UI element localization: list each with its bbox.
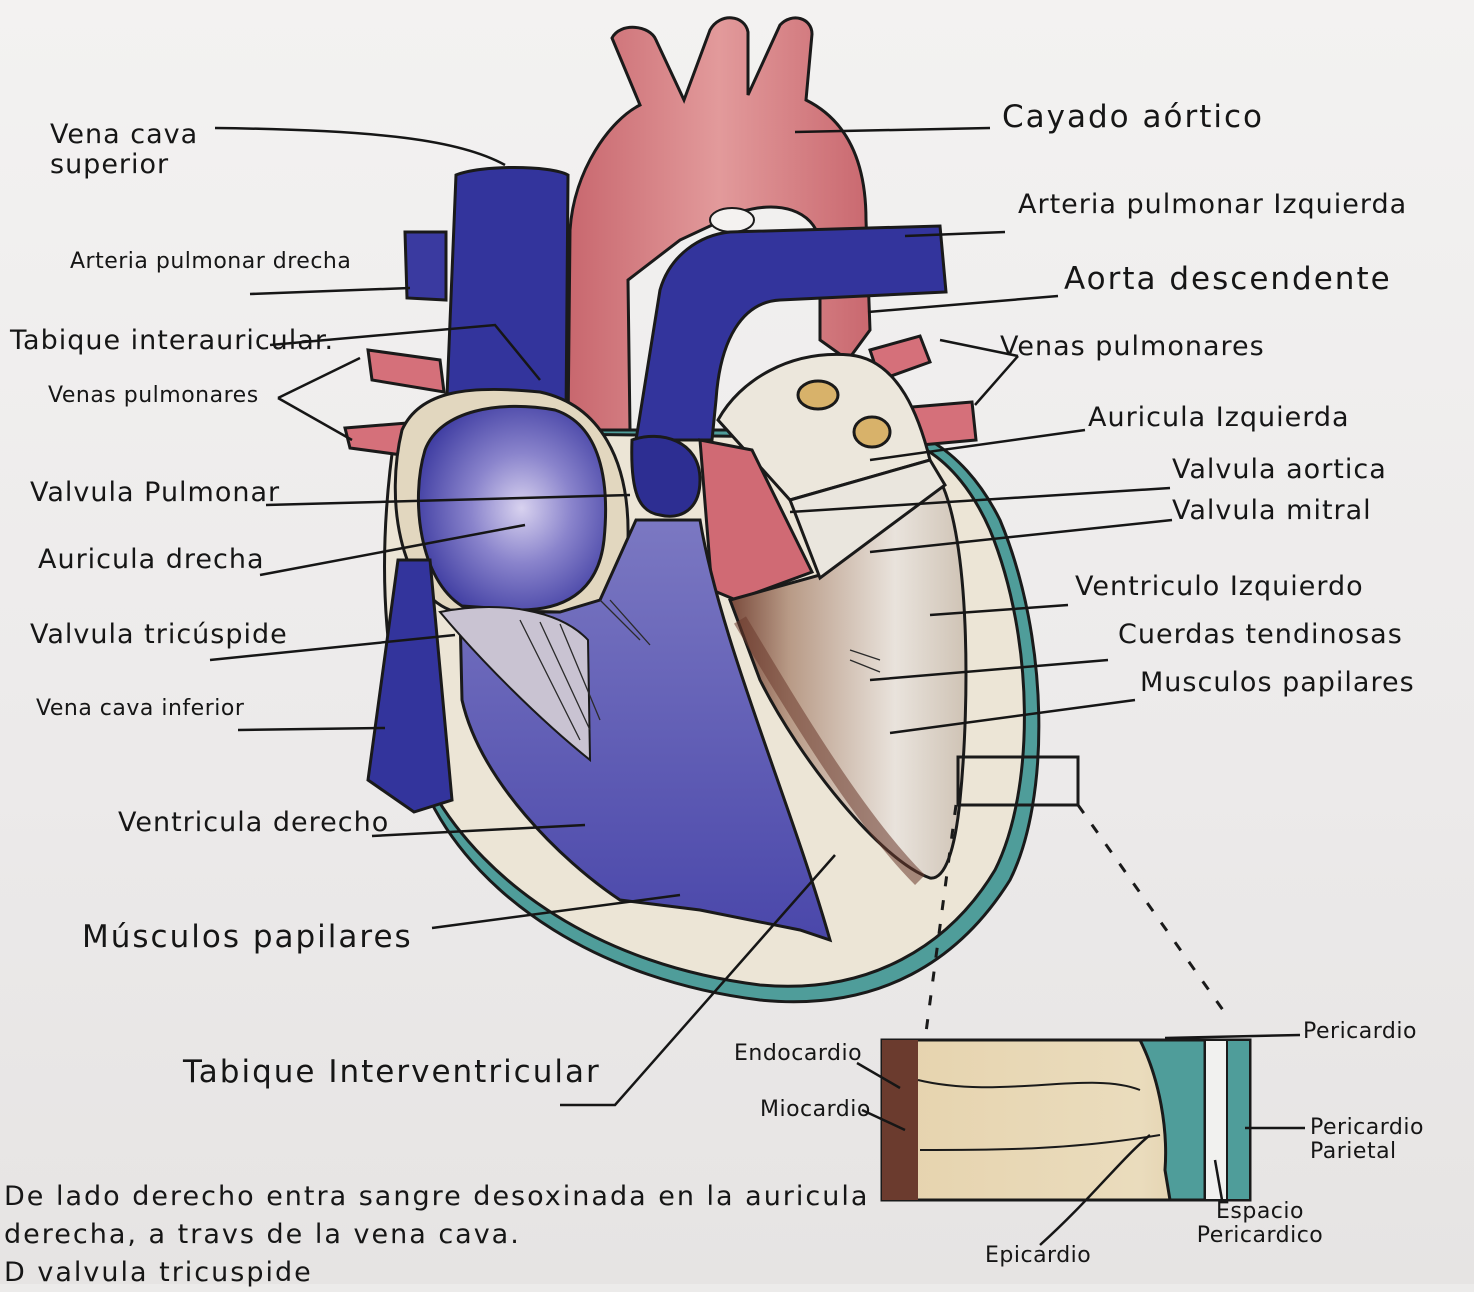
superior-vena-cava	[446, 168, 568, 421]
label-venas-pulmonares-right: Venas pulmonares	[1000, 332, 1265, 362]
zoom-guide-right	[1078, 805, 1230, 1020]
label-pericardio: Pericardio	[1303, 1020, 1417, 1044]
right-pulmonary-artery-stub	[405, 232, 446, 300]
label-musculos-papilares-right: Musculos papilares	[1140, 668, 1415, 698]
label-endocardio: Endocardio	[734, 1042, 862, 1066]
label-tabique-interventricular: Tabique Interventricular	[183, 1055, 601, 1089]
label-cuerdas-tendinosas: Cuerdas tendinosas	[1118, 620, 1403, 650]
wall-cross-section	[882, 1040, 1250, 1200]
label-valvula-aortica: Valvula aortica	[1172, 455, 1387, 485]
label-auricula-derecha: Auricula drecha	[38, 545, 265, 575]
label-aorta-descendente: Aorta descendente	[1064, 262, 1392, 296]
label-arteria-pulmonar-izquierda: Arteria pulmonar Izquierda	[1018, 190, 1407, 220]
pulmonary-vein-opening-1	[798, 381, 838, 409]
note-line-1: De lado derecho entra sangre desoxinada …	[4, 1178, 864, 1216]
pulmonary-vein-left-upper	[368, 350, 444, 392]
label-venas-pulmonares-left: Venas pulmonares	[48, 384, 259, 408]
right-atrium	[418, 406, 605, 610]
note-line-3: D valvula tricuspide	[4, 1254, 864, 1292]
note-line-2: derecha, a travs de la vena cava.	[4, 1216, 864, 1254]
label-valvula-tricuspide: Valvula tricúspide	[30, 620, 288, 650]
label-valvula-mitral: Valvula mitral	[1172, 496, 1372, 526]
pulmonary-vein-opening-2	[854, 417, 890, 447]
label-espacio-pericardico: Espacio Pericardico	[1185, 1200, 1335, 1248]
label-miocardio: Miocardio	[760, 1098, 871, 1122]
label-valvula-pulmonar: Valvula Pulmonar	[30, 478, 280, 508]
label-pericardio-parietal: Pericardio Parietal	[1310, 1116, 1460, 1164]
label-arteria-pulmonar-derecha: Arteria pulmonar drecha	[70, 250, 351, 274]
label-ventriculo-derecho: Ventricula derecho	[118, 808, 389, 838]
handwritten-note: De lado derecho entra sangre desoxinada …	[4, 1178, 864, 1292]
label-musculos-papilares-left: Músculos papilares	[82, 920, 413, 954]
label-auricula-izquierda: Auricula Izquierda	[1088, 403, 1350, 433]
label-tabique-interauricular: Tabique interauricular.	[10, 326, 334, 356]
label-vena-cava-inferior: Vena cava inferior	[36, 697, 244, 721]
label-cayado-aortico: Cayado aórtico	[1002, 100, 1264, 134]
label-epicardio: Epicardio	[985, 1244, 1091, 1268]
label-vena-cava-superior: Vena cava superior	[50, 120, 210, 179]
aorta-opening	[710, 208, 754, 232]
label-ventriculo-izquierdo: Ventriculo Izquierdo	[1075, 572, 1364, 602]
